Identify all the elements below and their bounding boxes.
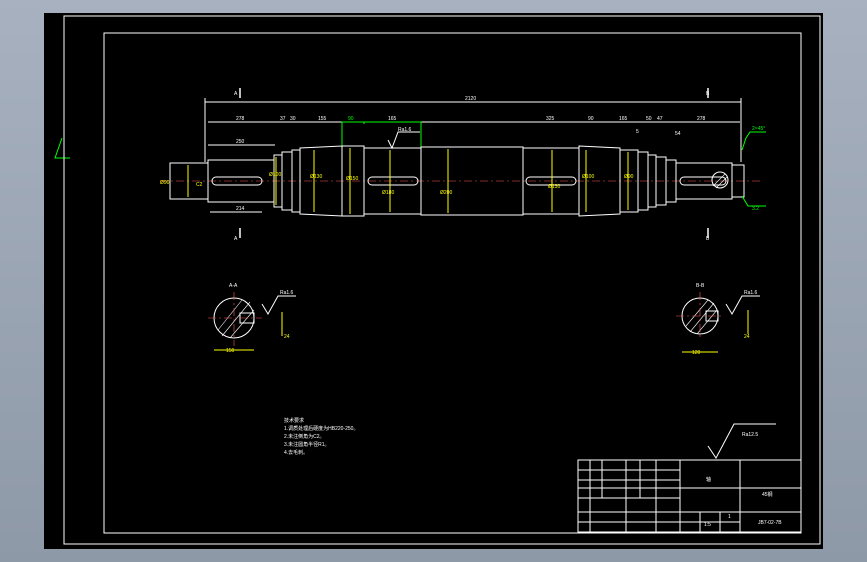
- svg-text:30: 30: [290, 116, 296, 122]
- title-block: 轴 45钢 JB7-02-7B 1:5 1: [577, 459, 802, 533]
- svg-text:90: 90: [588, 116, 594, 122]
- svg-text:5: 5: [636, 129, 639, 135]
- svg-text:155: 155: [318, 116, 327, 122]
- svg-text:Ø90: Ø90: [160, 180, 170, 186]
- svg-text:Ø100: Ø100: [269, 172, 281, 178]
- svg-text:C2: C2: [196, 182, 203, 188]
- svg-text:278: 278: [697, 116, 706, 122]
- svg-text:Ra1.6: Ra1.6: [398, 127, 412, 133]
- svg-text:Ø100: Ø100: [582, 174, 594, 180]
- inner-frame: [103, 32, 802, 534]
- section-b: B-B 120 24 Ra1.6: [676, 283, 760, 356]
- svg-text:Ø150: Ø150: [346, 176, 358, 182]
- svg-text:2×45°: 2×45°: [752, 126, 765, 132]
- svg-text:325: 325: [546, 116, 555, 122]
- svg-text:45钢: 45钢: [762, 491, 773, 498]
- svg-text:3.2: 3.2: [752, 206, 759, 212]
- ucs-icon: [54, 137, 70, 159]
- svg-text:150: 150: [226, 348, 235, 354]
- svg-text:2.未注倒角为C2。: 2.未注倒角为C2。: [284, 433, 325, 440]
- svg-text:165: 165: [388, 116, 397, 122]
- svg-text:3.未注圆角半径R1。: 3.未注圆角半径R1。: [284, 441, 330, 448]
- svg-text:A-A: A-A: [229, 283, 238, 289]
- right-keyway: [679, 176, 727, 186]
- left-keyway: [211, 176, 263, 186]
- tech-notes: 技术要求 1.调质处理后硬度为HB220-250。 2.未注倒角为C2。 3.未…: [284, 417, 358, 456]
- svg-text:24: 24: [284, 334, 290, 340]
- svg-text:Ø90: Ø90: [624, 174, 634, 180]
- general-roughness-symbol: Ra12.5: [707, 423, 776, 459]
- svg-text:Ø130: Ø130: [548, 184, 560, 190]
- svg-text:90: 90: [348, 116, 354, 122]
- svg-text:214: 214: [236, 206, 245, 212]
- section-mark-b-bottom: B: [706, 236, 710, 242]
- svg-text:1.调质处理后硬度为HB220-250。: 1.调质处理后硬度为HB220-250。: [284, 425, 358, 432]
- svg-text:47: 47: [657, 116, 663, 122]
- outer-frame: [63, 15, 821, 545]
- svg-text:Ø180: Ø180: [382, 190, 394, 196]
- svg-text:1:5: 1:5: [704, 522, 711, 528]
- svg-text:Ra1.6: Ra1.6: [280, 290, 294, 296]
- svg-text:B-B: B-B: [696, 283, 705, 289]
- svg-text:Ra12.5: Ra12.5: [742, 432, 758, 438]
- section-mark-a-top: A: [234, 91, 238, 97]
- svg-text:165: 165: [619, 116, 628, 122]
- top-dims: 278 37 30 155 90 165 325 90 165 50 47 27…: [236, 116, 706, 122]
- overall-dim-text: 2120: [465, 96, 476, 102]
- diameter-dims: Ø90 Ø100 Ø130 Ø150 Ø180 Ø200 Ø130 Ø100 Ø…: [160, 148, 634, 214]
- svg-text:技术要求: 技术要求: [284, 417, 304, 424]
- svg-text:50: 50: [646, 116, 652, 122]
- svg-text:1: 1: [728, 514, 731, 520]
- svg-text:Ø130: Ø130: [310, 174, 322, 180]
- svg-text:Ra1.6: Ra1.6: [744, 290, 758, 296]
- svg-text:54: 54: [675, 131, 681, 137]
- svg-text:4.去毛刺。: 4.去毛刺。: [284, 449, 308, 456]
- roughness-callouts: Ra1.6 2×45° 3.2 C2: [196, 126, 766, 212]
- svg-text:轴: 轴: [706, 476, 711, 483]
- svg-text:250: 250: [236, 139, 245, 145]
- svg-text:278: 278: [236, 116, 245, 122]
- mid-keyway: [367, 176, 419, 186]
- svg-text:JB7-02-7B: JB7-02-7B: [758, 520, 782, 526]
- svg-text:Ø200: Ø200: [440, 190, 452, 196]
- section-mark-a-bottom: A: [234, 236, 238, 242]
- svg-text:37: 37: [280, 116, 286, 122]
- svg-text:24: 24: [744, 334, 750, 340]
- shaft-outline: [169, 145, 745, 217]
- svg-text:120: 120: [692, 350, 701, 356]
- section-a: A-A 150 24 Ra1.6: [208, 283, 296, 354]
